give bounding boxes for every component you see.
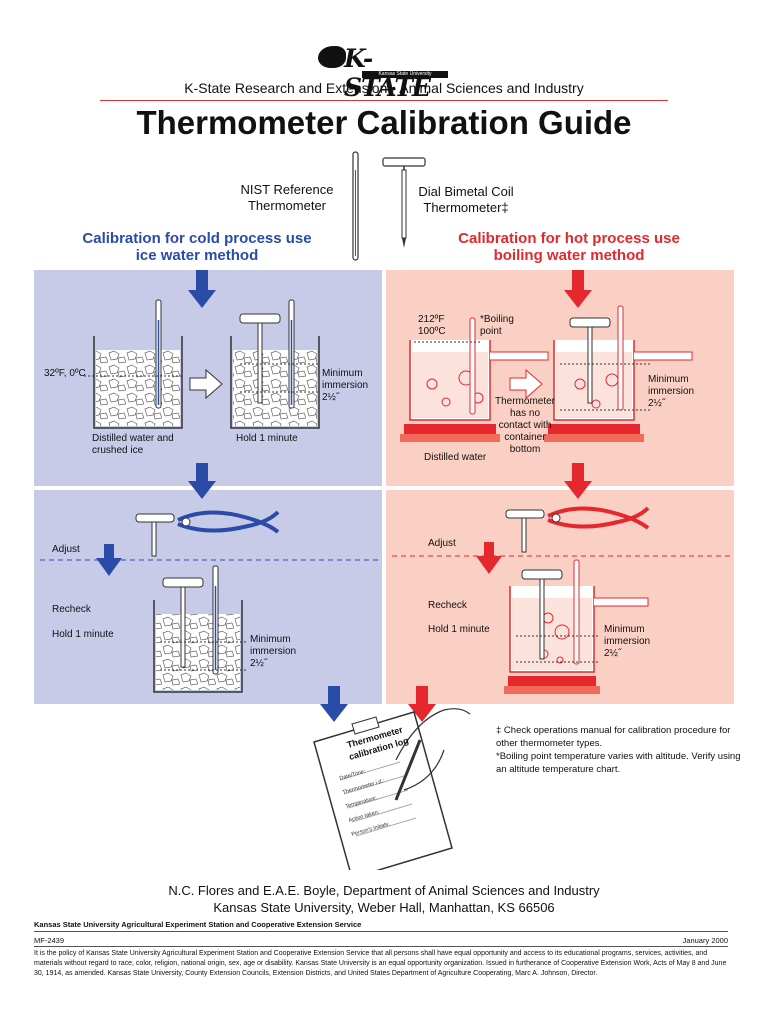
authors-line1: N.C. Flores and E.A.E. Boyle, Department… <box>168 883 600 898</box>
hot-boiling-point: *Boiling point <box>480 314 514 337</box>
ice-beaker-icon <box>84 299 184 429</box>
clipboard-icon <box>313 711 453 870</box>
hand-with-pen-icon <box>394 708 471 801</box>
wildcat-icon <box>318 46 346 68</box>
hot-temp-f: 212ºF <box>418 314 445 325</box>
hot-heading-line1: Calibration for hot process use <box>458 230 680 247</box>
cold-recheck: Recheck <box>52 604 91 615</box>
hot-recheck: Recheck <box>428 600 467 611</box>
pliers-icon <box>135 510 280 557</box>
footnotes: ‡ Check operations manual for calibratio… <box>496 724 746 776</box>
cold-step2-caption: Hold 1 minute <box>236 433 298 444</box>
cold-immersion2: Minimum immersion 2½˝ <box>250 634 297 669</box>
cold-heading: Calibration for cold process use ice wat… <box>52 230 342 264</box>
logo-subtext: Kansas State University <box>362 71 448 78</box>
boiling-pot-icon <box>504 559 649 694</box>
publication-date: January 2000 <box>682 936 728 945</box>
hot-immersion2: Minimum immersion 2½˝ <box>604 624 651 659</box>
policy-statement: It is the policy of Kansas State Univers… <box>34 950 727 977</box>
hot-step1-caption: Distilled water <box>424 452 487 463</box>
cold-hold: Hold 1 minute <box>52 629 114 640</box>
hot-heading: Calibration for hot process use boiling … <box>424 230 714 264</box>
cold-heading-line2: ice water method <box>135 247 259 264</box>
down-arrow-icon <box>320 686 348 722</box>
cold-adjust: Adjust <box>52 544 80 555</box>
cold-temp-label: 32ºF, 0ºC <box>44 368 86 379</box>
down-arrow-icon <box>96 544 122 576</box>
down-arrow-icon <box>564 463 592 499</box>
hot-adjust: Adjust <box>428 538 456 549</box>
hot-contact-note: Thermometer has no contact with containe… <box>494 396 555 455</box>
page-title: Thermometer Calibration Guide <box>136 104 632 141</box>
cold-immersion: Minimum immersion 2½˝ <box>322 368 369 403</box>
authors: N.C. Flores and E.A.E. Boyle, Department… <box>0 882 768 916</box>
cold-step1-caption: Distilled water and crushed ice <box>92 433 174 456</box>
pliers-icon <box>505 506 650 553</box>
publication-number: MF-2439 <box>34 936 65 945</box>
hot-temp-c: 100ºC <box>418 326 446 337</box>
ice-beaker-icon <box>153 565 246 693</box>
right-arrow-icon <box>509 368 543 400</box>
down-arrow-icon <box>476 542 502 574</box>
kstate-logo: K-STATE Kansas State University <box>318 44 450 102</box>
boiling-pot-icon <box>400 317 549 442</box>
footer-rule <box>34 946 728 947</box>
tagline: K-State Research and Extension • Animal … <box>184 80 584 96</box>
hot-hold: Hold 1 minute <box>428 624 490 635</box>
down-arrow-icon <box>188 270 216 308</box>
hot-heading-line2: boiling water method <box>493 247 645 264</box>
right-arrow-icon <box>189 368 223 400</box>
station-line: Kansas State University Agricultural Exp… <box>34 920 362 929</box>
ice-beaker-icon <box>230 299 320 429</box>
nist-label: NIST Reference Thermometer <box>240 182 334 213</box>
footer-rule <box>34 931 728 932</box>
down-arrow-icon <box>564 270 592 308</box>
dial-label: Dial Bimetal Coil Thermometer‡ <box>418 184 514 215</box>
cold-heading-line1: Calibration for cold process use <box>82 230 312 247</box>
note-boiling: *Boiling point temperature varies with a… <box>496 751 741 775</box>
boiling-pot-icon <box>544 305 693 442</box>
down-arrow-icon <box>188 463 216 499</box>
header-divider <box>100 100 668 101</box>
illustrations: Thermometer calibration log Date/Time: T… <box>40 270 730 870</box>
hot-immersion: Minimum immersion 2½˝ <box>648 374 695 409</box>
authors-line2: Kansas State University, Weber Hall, Man… <box>213 900 555 915</box>
thermometers-illustration <box>352 151 426 261</box>
note-dial: ‡ Check operations manual for calibratio… <box>496 725 731 749</box>
